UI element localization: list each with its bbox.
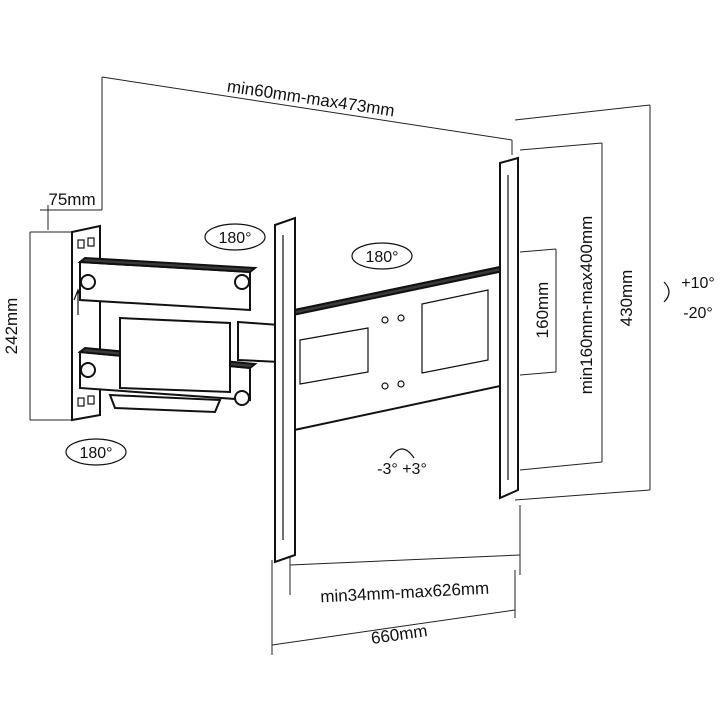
rotation-arrows [65,223,670,466]
level-label: -3° +3° [377,461,427,478]
tilt-arrow-icon [663,281,670,303]
swivel-top-label: 180° [218,230,251,247]
tv-cross-plate [283,264,510,434]
swivel-top-arrow-icon [204,223,266,251]
wall-plate [71,224,101,422]
wall-plate-height-label: 242mm [2,298,21,355]
swivel-wall-arrow-icon [65,438,127,466]
swivel-wall-label: 180° [79,445,112,462]
dimension-lines [29,76,651,655]
vesa-vertical-range-label: min160mm-max400mm [577,216,596,395]
swivel-center-label: 180° [365,249,398,266]
vesa-rail-left [274,216,296,564]
wall-plate-width-label: 75mm [48,190,95,209]
tv-plate-height-label: 430mm [617,270,636,327]
articulating-arms [77,256,281,414]
vesa-rail-right [499,156,519,500]
vesa-horizontal-label: min34mm-max626mm [320,579,490,607]
extension-label: min60mm-max473mm [226,77,396,121]
vesa-vertical-min-label: 160mm [533,282,552,339]
tilt-down-label: -20° [683,305,713,322]
level-arrow-icon [389,448,415,459]
swivel-center-arrow-icon [351,242,413,270]
tv-plate-width-label: 660mm [370,621,429,648]
tilt-up-label: +10° [681,275,715,292]
